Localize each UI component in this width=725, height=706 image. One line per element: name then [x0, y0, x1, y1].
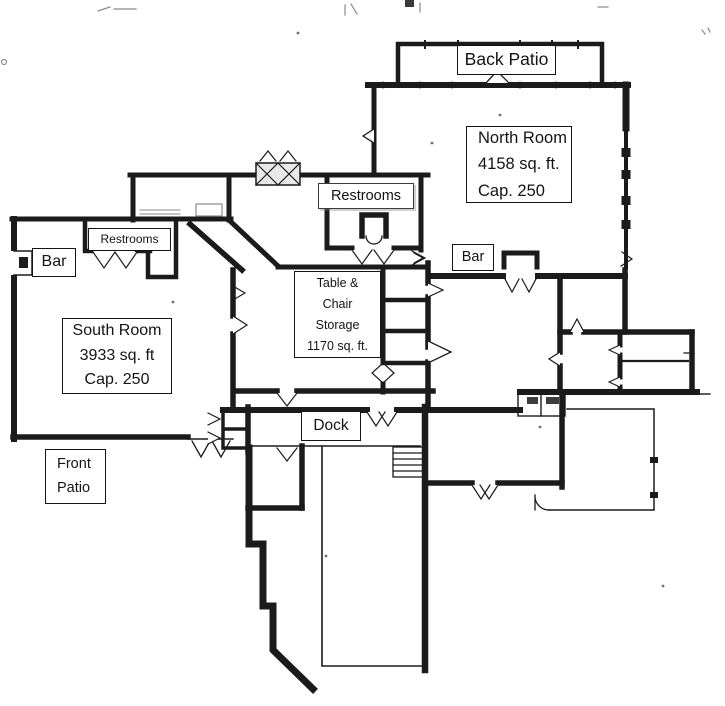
west-restrooms-walls	[82, 216, 179, 280]
door-swing-icon	[351, 249, 395, 266]
storage-walls	[230, 264, 436, 412]
label-line: Bar	[41, 253, 67, 271]
label-south-room: South Room 3933 sq. ft Cap. 250	[62, 318, 172, 394]
label-line: Front	[57, 455, 91, 472]
label-line: North Room	[478, 129, 567, 148]
door-swing-icon	[569, 317, 585, 333]
label-bar-west: Bar	[32, 248, 76, 277]
label-back-patio: Back Patio	[457, 45, 556, 75]
label-line: Restrooms	[330, 187, 402, 204]
label-line: Back Patio	[464, 49, 549, 70]
stairs-icon	[392, 446, 424, 478]
door-swing-icon	[92, 251, 138, 270]
label-line: Dock	[313, 416, 349, 434]
door-swing-icon	[427, 282, 445, 298]
label-line: Bar	[461, 249, 485, 266]
label-line: Cap. 250	[84, 371, 150, 389]
east-rooms-walls	[517, 267, 711, 395]
label-line: Table &	[316, 275, 359, 290]
door-swing-icon	[276, 447, 298, 462]
label-line: Cap. 250	[478, 181, 545, 200]
label-table-chair-storage: Table & Chair Storage 1170 sq. ft.	[294, 271, 381, 358]
door-swing-icon	[232, 285, 247, 301]
label-front-patio: Front Patio	[45, 449, 106, 504]
door-swing-icon	[371, 362, 395, 384]
toilet-fixture-icon	[359, 212, 389, 239]
label-line: Chair	[322, 296, 353, 311]
door-swing-icon	[607, 344, 621, 388]
north-room-walls	[361, 70, 634, 294]
label-line: Restrooms	[100, 232, 159, 247]
label-bar-north: Bar	[452, 244, 494, 271]
north-restrooms-walls	[324, 174, 427, 266]
door-swing-icon	[504, 278, 537, 294]
label-dock: Dock	[301, 411, 361, 441]
label-line: Storage	[315, 317, 360, 332]
double-door-icon	[255, 162, 301, 186]
back-patio-walls	[395, 40, 605, 83]
door-arc-icon	[534, 494, 550, 511]
door-swing-icon	[427, 340, 453, 364]
hall-walls	[380, 260, 453, 412]
label-line: South Room	[72, 321, 162, 339]
door-swing-icon	[411, 250, 427, 266]
dock-walls	[220, 389, 658, 511]
label-north-room: North Room 4158 sq. ft. Cap. 250	[466, 126, 572, 203]
door-swing-icon	[276, 392, 298, 407]
label-line: 1170 sq. ft.	[307, 338, 368, 353]
scan-artifacts	[0, 0, 711, 588]
door-swing-icon	[207, 412, 222, 445]
label-restrooms-west: Restrooms	[88, 228, 171, 251]
door-swing-icon	[620, 251, 634, 267]
label-line: Patio	[57, 479, 91, 496]
door-swing-icon	[259, 150, 297, 162]
label-line: 4158 sq. ft.	[478, 155, 560, 174]
door-swing-icon	[361, 128, 375, 144]
door-swing-icon	[232, 315, 249, 335]
bar-counter	[501, 250, 540, 270]
label-line: 3933 sq. ft	[79, 346, 155, 364]
door-swing-icon	[366, 411, 398, 428]
center-top-walls	[9, 150, 431, 274]
door-swing-icon	[547, 351, 561, 367]
label-restrooms-north: Restrooms	[318, 183, 414, 209]
door-swing-icon	[471, 484, 499, 501]
bottom-walls	[207, 403, 429, 694]
